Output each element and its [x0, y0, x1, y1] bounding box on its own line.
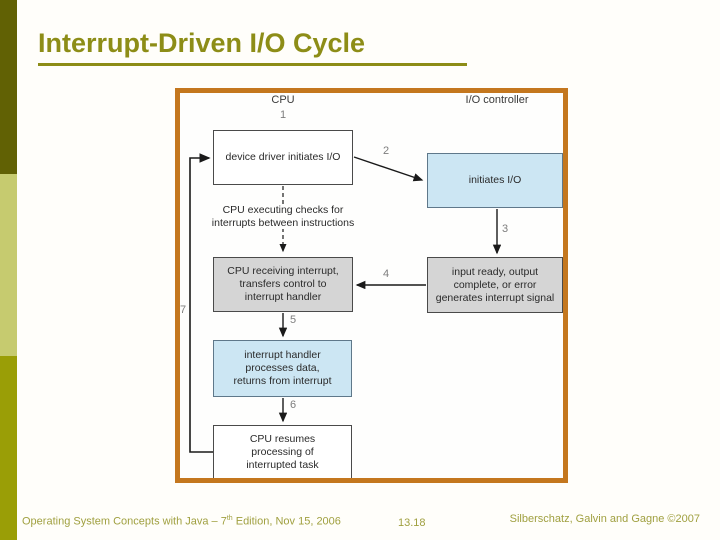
node-text: CPU receiving interrupt,transfers contro…: [227, 265, 339, 303]
sidebar-band-top: [0, 0, 17, 174]
sidebar-accent-bar: [0, 0, 17, 540]
node-device-driver-initiates-io: device driver initiates I/O: [213, 130, 353, 185]
step-label-3: 3: [502, 223, 509, 235]
node-text: initiates I/O: [468, 174, 522, 186]
step-label-1: 1: [280, 109, 287, 121]
step-label-2: 2: [383, 145, 390, 157]
footer-authors: Silberschatz, Galvin and Gagne ©2007: [509, 513, 700, 525]
node-io-controller-initiates-io: initiates I/O: [427, 153, 563, 208]
node-text: device driver initiates I/O: [225, 151, 341, 163]
step-label-7: 7: [180, 304, 187, 316]
column-label-cpu: CPU: [271, 94, 295, 106]
footer-book-title: Operating System Concepts with Java – 7t…: [22, 515, 341, 528]
footer-book-title-suffix: Edition, Nov 15, 2006: [232, 515, 341, 528]
footer-edition-superscript: th: [226, 515, 233, 522]
step-label-4: 4: [383, 268, 390, 280]
step-label-6: 6: [290, 399, 297, 411]
footer-page-number: 13.18: [398, 517, 426, 529]
arrow-step-2: [353, 156, 424, 182]
connector-arrows: [189, 153, 502, 453]
title-underline: [38, 63, 467, 66]
interrupt-io-cycle-diagram: CPU I/O controller 1 2 3 4 5 6 7 device …: [175, 88, 568, 483]
footer-book-title-prefix: Operating System Concepts with Java – 7: [22, 515, 227, 528]
column-label-io-controller: I/O controller: [465, 94, 529, 106]
sidebar-band-bottom: [0, 356, 17, 540]
sidebar-band-middle: [0, 174, 17, 356]
step-label-5: 5: [290, 314, 297, 326]
page-title: Interrupt-Driven I/O Cycle: [38, 28, 366, 58]
node-cpu-receiving-interrupt: CPU receiving interrupt,transfers contro…: [213, 257, 353, 312]
arrow-step-7-loopback: [189, 153, 213, 453]
